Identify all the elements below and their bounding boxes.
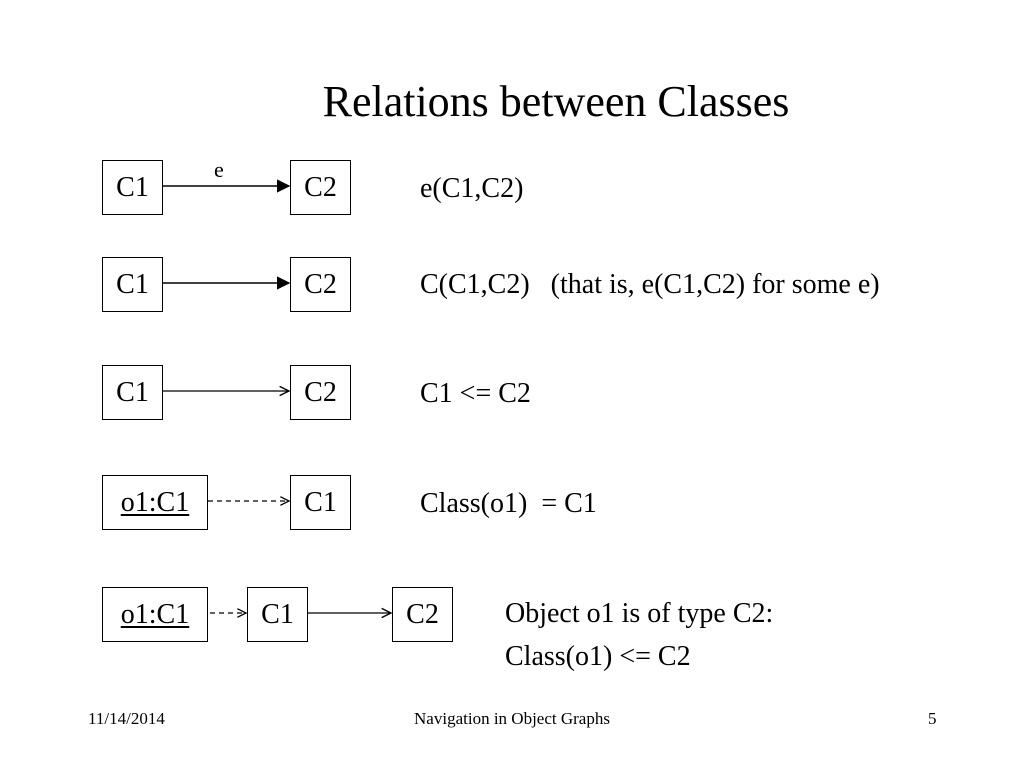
class-box-c2: C2 xyxy=(290,257,351,312)
page-number: 5 xyxy=(928,709,937,728)
class-box-c1: C1 xyxy=(247,587,308,642)
footer-date: 11/14/2014 xyxy=(88,709,165,728)
object-box-o1: o1:C1 xyxy=(102,475,208,530)
relation-text: C1 <= C2 xyxy=(420,378,531,409)
class-box-c1: C1 xyxy=(102,365,163,420)
class-box-c2: C2 xyxy=(290,365,351,420)
class-box-c1: C1 xyxy=(102,160,163,215)
footer-title: Navigation in Object Graphs xyxy=(414,709,610,728)
class-box-c2: C2 xyxy=(392,587,453,642)
edge-label-e: e xyxy=(214,157,224,182)
object-box-o1: o1:C1 xyxy=(102,587,208,642)
relation-text: Class(o1) = C1 xyxy=(420,488,597,519)
class-box-c1: C1 xyxy=(290,475,351,530)
slide-title: Relations between Classes xyxy=(322,77,790,126)
class-box-c2: C2 xyxy=(290,160,351,215)
relation-text: C(C1,C2) (that is, e(C1,C2) for some e) xyxy=(420,269,880,300)
relation-text-line-2: Class(o1) <= C2 xyxy=(505,641,691,672)
relation-text: e(C1,C2) xyxy=(420,173,524,204)
relation-text-line-1: Object o1 is of type C2: xyxy=(505,598,774,629)
class-box-c1: C1 xyxy=(102,257,163,312)
